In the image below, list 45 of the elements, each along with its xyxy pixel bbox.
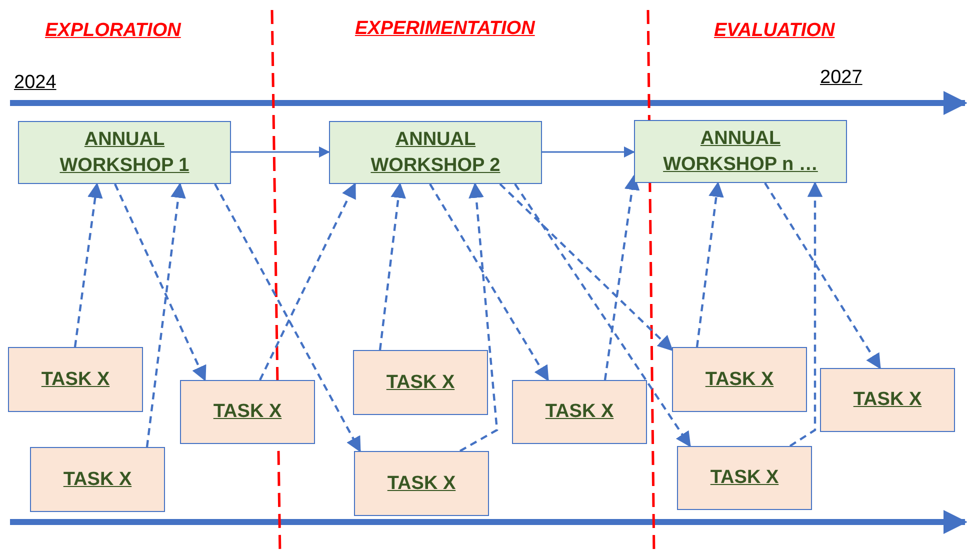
- node-label: TASK X: [386, 370, 455, 394]
- node-label: TASK X: [853, 388, 922, 412]
- task-box: [30, 447, 165, 512]
- arrow: [146, 182, 186, 448]
- arrow: [429, 183, 549, 382]
- node-label: ANNUAL WORKSHOP 2: [370, 128, 502, 178]
- phase-heading: EXPLORATION: [45, 20, 181, 42]
- task-box: [354, 451, 489, 516]
- arrow: [514, 183, 691, 448]
- arrow: [259, 182, 356, 380]
- node-label: TASK X: [710, 466, 779, 490]
- node-label: TASK X: [387, 472, 456, 496]
- node-label: ANNUAL WORKSHOP n …: [662, 126, 819, 176]
- workshop-box: [329, 121, 542, 184]
- arrow: [114, 184, 206, 382]
- year-label: 2024: [14, 72, 56, 94]
- node-label: TASK X: [705, 368, 774, 392]
- arrow: [378, 182, 406, 350]
- workshop-box: [634, 120, 847, 183]
- arrow: [459, 182, 498, 452]
- arrow: [604, 174, 640, 380]
- arrow: [74, 182, 103, 348]
- arrow: [499, 183, 674, 352]
- task-box: [677, 446, 812, 510]
- workshop-box: [18, 121, 231, 184]
- arrow: [789, 181, 823, 447]
- arrow: [214, 183, 361, 452]
- task-box: [8, 347, 143, 412]
- task-box: [820, 368, 955, 432]
- year-label: 2027: [820, 67, 862, 89]
- node-label: TASK X: [63, 468, 132, 492]
- task-box: [672, 347, 807, 412]
- phase-heading: EVALUATION: [714, 20, 835, 42]
- phase-heading: EXPERIMENTATION: [355, 18, 535, 40]
- arrow: [542, 146, 636, 158]
- arrow: [696, 181, 724, 348]
- task-box: [180, 380, 315, 444]
- node-label: TASK X: [545, 400, 614, 424]
- node-label: TASK X: [213, 400, 282, 424]
- arrow: [764, 182, 881, 370]
- node-label: ANNUAL WORKSHOP 1: [58, 128, 190, 178]
- arrow: [231, 146, 330, 158]
- node-label: TASK X: [41, 368, 110, 392]
- task-box: [512, 380, 647, 444]
- task-box: [353, 350, 488, 415]
